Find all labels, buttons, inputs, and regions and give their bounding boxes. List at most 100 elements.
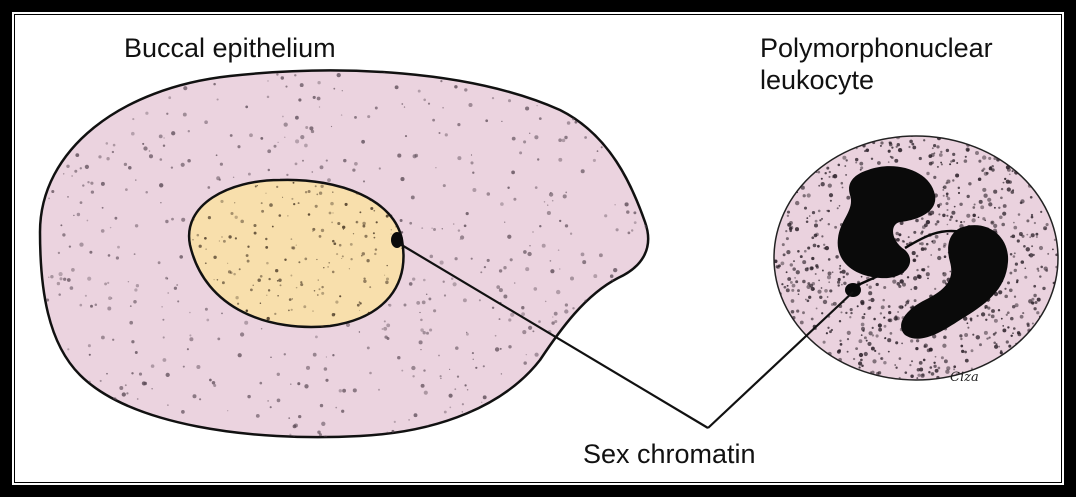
granule-dot (792, 139, 795, 142)
granule-dot (802, 280, 806, 284)
stipple-dot (87, 277, 91, 281)
stipple-dot (41, 71, 44, 74)
granule-dot (1006, 142, 1009, 145)
stipple-dot (513, 198, 516, 201)
stipple-dot (644, 421, 648, 425)
chromatin-dot (255, 185, 257, 187)
chromatin-dot (280, 284, 282, 286)
granule-dot (899, 377, 901, 379)
stipple-dot (63, 278, 66, 281)
chromatin-dot (312, 228, 315, 231)
granule-dot (807, 193, 811, 197)
granule-dot (921, 217, 924, 220)
stipple-dot (472, 352, 474, 354)
granule-dot (1002, 212, 1006, 216)
granule-dot (842, 187, 844, 189)
granule-dot (1037, 270, 1039, 272)
granule-dot (866, 284, 868, 286)
stipple-dot (623, 77, 627, 81)
stipple-dot (199, 398, 201, 400)
stipple-dot (617, 128, 619, 130)
stipple-dot (464, 88, 467, 91)
granule-dot (991, 165, 994, 168)
chromatin-dot (364, 235, 367, 238)
stipple-dot (317, 97, 321, 101)
stipple-dot (80, 167, 82, 169)
stipple-dot (309, 126, 313, 130)
granule-dot (773, 210, 776, 213)
granule-dot (946, 193, 949, 196)
stipple-dot (149, 154, 153, 158)
granule-dot (779, 376, 783, 380)
granule-dot (982, 188, 986, 192)
stipple-dot (599, 253, 603, 257)
stipple-dot (317, 81, 320, 84)
granule-dot (976, 335, 980, 339)
stipple-dot (122, 409, 126, 413)
granule-dot (1045, 140, 1049, 144)
stipple-dot (183, 113, 187, 117)
stipple-dot (629, 79, 633, 83)
granule-dot (825, 172, 827, 174)
stipple-dot (637, 309, 640, 312)
stipple-dot (400, 177, 404, 181)
stipple-dot (80, 201, 83, 204)
stipple-dot (454, 85, 457, 88)
stipple-dot (432, 119, 435, 122)
granule-dot (850, 374, 854, 378)
granule-dot (796, 339, 798, 341)
stipple-dot (443, 281, 445, 283)
granule-dot (955, 173, 959, 177)
stipple-dot (40, 176, 43, 179)
stipple-dot (620, 315, 623, 318)
stipple-dot (487, 259, 490, 262)
granule-dot (827, 366, 831, 370)
stipple-dot (129, 321, 133, 325)
stipple-dot (428, 103, 430, 105)
stipple-dot (510, 313, 514, 317)
granule-dot (1032, 374, 1035, 377)
granule-dot (809, 357, 813, 361)
granule-dot (1025, 360, 1028, 363)
stipple-dot (481, 69, 483, 71)
granule-dot (1036, 143, 1038, 145)
granule-dot (839, 147, 841, 149)
granule-dot (820, 362, 822, 364)
stipple-dot (440, 375, 442, 377)
stipple-dot (430, 255, 434, 259)
stipple-dot (151, 364, 155, 368)
granule-dot (839, 320, 841, 322)
granule-dot (806, 285, 810, 289)
granule-dot (911, 143, 914, 146)
stipple-dot (638, 193, 640, 195)
stipple-dot (547, 204, 548, 205)
granule-dot (827, 327, 829, 329)
granule-dot (781, 283, 783, 285)
granule-dot (1009, 288, 1013, 292)
stipple-dot (556, 290, 560, 294)
stipple-dot (643, 275, 646, 278)
stipple-dot (174, 287, 177, 290)
stipple-dot (216, 176, 220, 180)
granule-dot (795, 227, 799, 231)
stipple-dot (567, 361, 571, 365)
granule-dot (1040, 178, 1042, 180)
chromatin-dot (350, 243, 353, 246)
stipple-dot (519, 151, 522, 154)
chromatin-dot (250, 289, 253, 292)
granule-dot (788, 371, 792, 375)
granule-dot (1054, 239, 1056, 241)
chromatin-dot (366, 259, 369, 262)
stipple-dot (117, 246, 120, 249)
chromatin-dot (257, 185, 258, 186)
granule-dot (800, 321, 804, 325)
stipple-dot (567, 121, 571, 125)
granule-dot (807, 246, 810, 249)
granule-dot (876, 372, 879, 375)
stipple-dot (46, 298, 49, 301)
stipple-dot (559, 268, 560, 269)
granule-dot (991, 309, 995, 313)
granule-dot (794, 167, 797, 170)
stipple-dot (171, 218, 174, 221)
